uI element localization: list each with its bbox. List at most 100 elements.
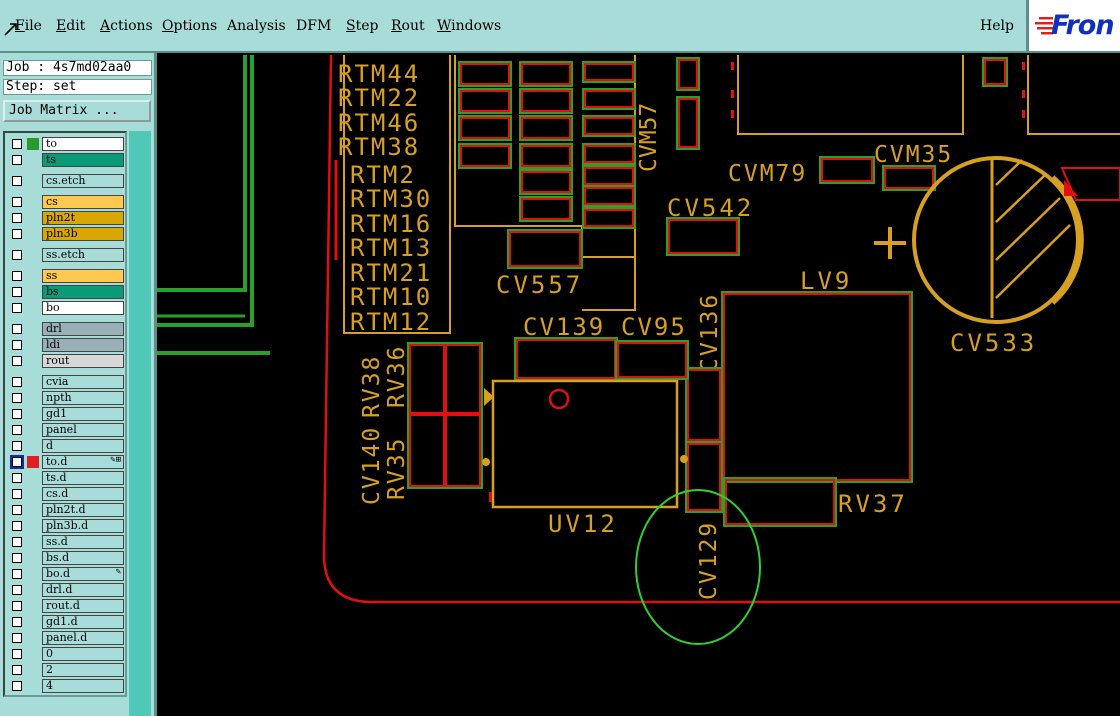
layer-affected-checkbox[interactable] (12, 633, 22, 643)
layer-affected-checkbox[interactable] (12, 409, 22, 419)
layer-row[interactable]: drl.d (7, 583, 125, 597)
layer-name[interactable]: pln2t (42, 211, 124, 225)
layer-name[interactable]: pln2t.d (42, 503, 124, 517)
layer-name[interactable]: ss.d (42, 535, 124, 549)
layer-name[interactable]: rout (42, 354, 124, 368)
layer-row[interactable]: ss.etch (7, 248, 125, 262)
menu-step[interactable]: Step (346, 18, 379, 34)
menu-actions[interactable]: Actions (100, 18, 153, 34)
layer-name[interactable]: ss.etch (42, 248, 124, 262)
layer-display-swatch[interactable] (27, 138, 39, 150)
layer-row[interactable]: pln2t (7, 211, 125, 225)
layer-name[interactable]: ldi (42, 338, 124, 352)
layer-row[interactable]: cs.d (7, 487, 125, 501)
layer-name[interactable]: ss (42, 269, 124, 283)
layer-affected-checkbox[interactable] (12, 287, 22, 297)
layer-affected-checkbox[interactable] (12, 356, 22, 366)
layer-row[interactable]: npth (7, 391, 125, 405)
layer-affected-checkbox[interactable] (12, 473, 22, 483)
layer-name[interactable]: 2 (42, 663, 124, 677)
layer-row[interactable]: cvia (7, 375, 125, 389)
layer-name[interactable]: cs (42, 195, 124, 209)
layer-affected-checkbox[interactable] (12, 324, 22, 334)
layer-row[interactable]: to (7, 137, 125, 151)
layer-name[interactable]: pln3b (42, 227, 124, 241)
layer-name[interactable]: to (42, 137, 124, 151)
layer-affected-checkbox[interactable] (12, 393, 22, 403)
layer-row[interactable]: 4 (7, 679, 125, 693)
layer-row[interactable]: rout (7, 354, 125, 368)
layer-row[interactable]: panel (7, 423, 125, 437)
menu-dfm[interactable]: DFM (296, 18, 332, 34)
layer-affected-checkbox[interactable] (12, 665, 22, 675)
layer-row[interactable]: bo (7, 301, 125, 315)
layer-affected-checkbox[interactable] (12, 681, 22, 691)
layer-row[interactable]: panel.d (7, 631, 125, 645)
layer-row[interactable]: drl (7, 322, 125, 336)
layer-name[interactable]: pln3b.d (42, 519, 124, 533)
layer-affected-checkbox[interactable] (12, 601, 22, 611)
layer-row[interactable]: gd1 (7, 407, 125, 421)
layer-name[interactable]: bs.d (42, 551, 124, 565)
layer-affected-checkbox[interactable] (12, 303, 22, 313)
layer-affected-checkbox[interactable] (12, 617, 22, 627)
menu-rout[interactable]: Rout (391, 18, 425, 34)
menu-options[interactable]: Options (162, 18, 218, 34)
layer-name[interactable]: cs.d (42, 487, 124, 501)
layer-name[interactable]: ts.d (42, 471, 124, 485)
layer-affected-checkbox[interactable] (12, 271, 22, 281)
layer-name[interactable]: drl (42, 322, 124, 336)
layer-affected-checkbox[interactable] (12, 340, 22, 350)
layer-row[interactable]: bs (7, 285, 125, 299)
menu-analysis[interactable]: Analysis (227, 18, 286, 34)
layer-affected-checkbox[interactable] (12, 505, 22, 515)
layer-affected-checkbox[interactable] (12, 489, 22, 499)
layer-row[interactable]: pln3b (7, 227, 125, 241)
layer-name[interactable]: bs (42, 285, 124, 299)
layer-affected-checkbox[interactable] (12, 213, 22, 223)
layer-display-swatch[interactable] (27, 456, 39, 468)
layer-affected-checkbox[interactable] (12, 229, 22, 239)
layer-affected-checkbox[interactable] (12, 553, 22, 563)
layer-affected-checkbox[interactable] (12, 197, 22, 207)
layer-name[interactable]: npth (42, 391, 124, 405)
layer-name[interactable]: bo (42, 301, 124, 315)
layer-name[interactable]: ts (42, 153, 124, 167)
layer-affected-checkbox[interactable] (12, 649, 22, 659)
layer-affected-checkbox[interactable] (12, 139, 22, 149)
layer-list-scrollbar[interactable] (129, 131, 151, 716)
layer-row[interactable]: cs (7, 195, 125, 209)
layer-row[interactable]: cs.etch (7, 174, 125, 188)
layer-affected-checkbox[interactable] (12, 155, 22, 165)
layer-row[interactable]: pln3b.d (7, 519, 125, 533)
menu-file[interactable]: File (15, 18, 42, 34)
menu-edit[interactable]: Edit (56, 18, 86, 34)
layer-row[interactable]: ldi (7, 338, 125, 352)
layer-row[interactable]: rout.d (7, 599, 125, 613)
layer-name[interactable]: to.d (42, 455, 124, 469)
layer-affected-checkbox[interactable] (12, 250, 22, 260)
layer-row[interactable]: gd1.d (7, 615, 125, 629)
layer-row[interactable]: bs.d (7, 551, 125, 565)
menu-windows[interactable]: Windows (437, 18, 502, 34)
layer-name[interactable]: panel.d (42, 631, 124, 645)
layer-affected-checkbox[interactable] (12, 425, 22, 435)
layer-name[interactable]: gd1.d (42, 615, 124, 629)
layer-row[interactable]: ss (7, 269, 125, 283)
layer-affected-checkbox[interactable] (12, 457, 22, 467)
layer-row[interactable]: to.d✎⊞ (7, 455, 125, 469)
layer-row[interactable]: pln2t.d (7, 503, 125, 517)
layer-affected-checkbox[interactable] (12, 441, 22, 451)
layer-row[interactable]: ts (7, 153, 125, 167)
layer-affected-checkbox[interactable] (12, 537, 22, 547)
layer-row[interactable]: ts.d (7, 471, 125, 485)
layer-row[interactable]: ss.d (7, 535, 125, 549)
layer-affected-checkbox[interactable] (12, 377, 22, 387)
menu-help[interactable]: Help (980, 18, 1014, 34)
layer-name[interactable]: 0 (42, 647, 124, 661)
layer-row[interactable]: 2 (7, 663, 125, 677)
layer-name[interactable]: bo.d (42, 567, 124, 581)
layer-name[interactable]: cvia (42, 375, 124, 389)
layer-name[interactable]: gd1 (42, 407, 124, 421)
layer-name[interactable]: rout.d (42, 599, 124, 613)
